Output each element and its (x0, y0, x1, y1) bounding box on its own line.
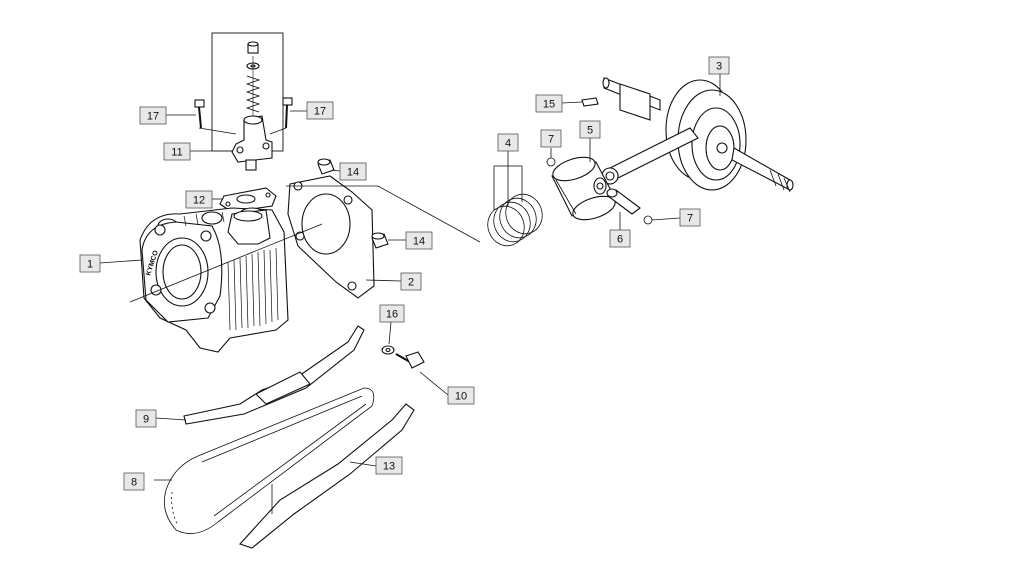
callout-9: 9 (135, 409, 157, 428)
piston-pin (606, 188, 641, 215)
sealing-washer (381, 345, 395, 355)
cam-chain-guide (239, 403, 415, 549)
crankshaft (601, 77, 794, 193)
callout-11: 11 (163, 142, 191, 161)
svg-text:14: 14 (413, 236, 425, 248)
leader-lines (99, 74, 721, 514)
svg-text:10: 10 (455, 391, 467, 403)
svg-text:13: 13 (383, 461, 395, 473)
svg-text:2: 2 (408, 277, 414, 289)
callout-3: 3 (708, 56, 730, 75)
svg-text:17: 17 (314, 106, 326, 118)
piston-pin-clip-upper (546, 157, 556, 167)
svg-text:6: 6 (617, 234, 623, 246)
callout-7-upper: 7 (540, 129, 562, 148)
svg-text:1: 1 (87, 259, 93, 271)
callout-1: 1 (79, 254, 101, 273)
svg-text:7: 7 (687, 213, 693, 225)
callout-17-left: 17 (139, 106, 167, 125)
callout-2: 2 (400, 272, 422, 291)
callout-5: 5 (579, 120, 601, 139)
piston-pin-clip-lower (643, 215, 653, 225)
svg-text:15: 15 (543, 99, 555, 111)
cylinder-cooling-fins (183, 211, 279, 331)
svg-text:17: 17 (147, 111, 159, 123)
callout-10: 10 (447, 386, 475, 405)
cylinder-block: KYMCO (139, 207, 289, 353)
callout-16: 16 (379, 304, 405, 323)
callout-7-lower: 7 (679, 208, 701, 227)
callout-6: 6 (609, 229, 631, 248)
woodruff-key (581, 97, 599, 107)
cam-chain (163, 387, 375, 534)
cam-chain-tensioner-slipper (183, 325, 365, 425)
callout-14-upper: 14 (339, 162, 367, 181)
dowel-pin-lower (371, 232, 389, 249)
svg-text:11: 11 (171, 147, 182, 159)
callout-4: 4 (497, 133, 519, 152)
cam-chain-tensioner (211, 32, 284, 171)
piston-ring-set (487, 193, 543, 247)
svg-text:12: 12 (193, 195, 205, 207)
tensioner-bolt-right (282, 97, 293, 129)
callout-13: 13 (375, 456, 403, 475)
callout-15: 15 (535, 94, 563, 113)
tensioner-gasket (219, 187, 277, 213)
cylinder-gasket (287, 175, 375, 299)
dowel-pin-upper (317, 158, 335, 175)
guide-pivot-bolt (395, 351, 425, 369)
tensioner-bolt-left (194, 99, 205, 129)
callout-12: 12 (185, 190, 213, 209)
svg-text:9: 9 (143, 414, 149, 426)
svg-text:16: 16 (386, 309, 398, 321)
callout-17-right: 17 (306, 101, 334, 120)
svg-text:14: 14 (347, 167, 359, 179)
svg-text:4: 4 (505, 138, 511, 150)
svg-text:5: 5 (587, 125, 593, 137)
piston (551, 156, 617, 221)
svg-text:3: 3 (716, 61, 722, 73)
callout-8: 8 (123, 472, 145, 491)
svg-text:8: 8 (131, 477, 137, 489)
callout-14-lower: 14 (405, 231, 433, 250)
svg-text:7: 7 (548, 134, 554, 146)
